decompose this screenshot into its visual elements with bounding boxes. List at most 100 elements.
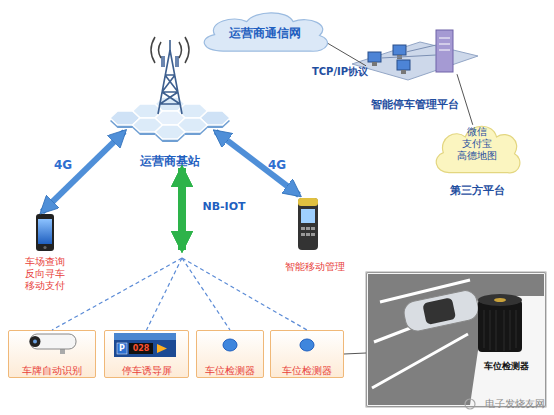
detector-dot	[300, 339, 314, 351]
handheld-icon	[311, 233, 315, 236]
watermark-logo	[465, 399, 475, 409]
nb-iot-link	[52, 168, 182, 330]
function-list: 车场查询 反向寻车 移动支付	[22, 256, 68, 292]
camera-icon	[33, 340, 37, 344]
inset-photo	[484, 310, 516, 351]
edge-label: 4G	[262, 158, 292, 172]
hex-tiles	[155, 125, 185, 139]
inset-photo	[478, 300, 522, 352]
camera-icon	[60, 347, 65, 354]
link-line	[457, 74, 473, 125]
nb-iot-arrow	[178, 168, 186, 250]
third-party-cloud: 微信 支付宝 高德地图第三方平台	[430, 118, 525, 203]
handheld-icon	[298, 198, 318, 206]
guide-screen-icon	[129, 343, 153, 354]
phone-icon	[36, 214, 54, 251]
detector-dot	[223, 339, 237, 351]
phone-icon	[36, 214, 54, 251]
platform-illustration	[401, 70, 406, 74]
service-list: 微信 支付宝 高德地图	[453, 126, 501, 162]
callout-line	[344, 353, 366, 354]
device-box: 车位检测器	[270, 330, 344, 378]
watermark-logo	[465, 399, 475, 409]
4g-arrow-path	[216, 132, 299, 195]
cloud-label: 运营商通信网	[195, 26, 335, 40]
handheld-icon	[298, 198, 318, 250]
connector-line	[457, 74, 473, 125]
platform-illustration	[439, 50, 450, 51]
guide-screen-icon	[157, 344, 167, 353]
inset-photo-box: 车位检测器	[366, 272, 546, 407]
guide-screen-icon	[114, 333, 176, 357]
handheld-icon	[301, 209, 315, 223]
4g-arrow	[216, 132, 299, 195]
device-label: 车牌自动识别	[9, 365, 95, 377]
phone-node: 车场查询 反向寻车 移动支付	[15, 212, 75, 296]
camera-icon	[30, 334, 76, 349]
4g-arrow	[42, 132, 124, 212]
phone-icon	[43, 246, 46, 249]
guide-screen-icon	[114, 333, 176, 340]
platform-illustration	[352, 30, 478, 80]
handheld-icon	[311, 227, 315, 230]
inset-photo	[422, 297, 456, 325]
platform-illustration	[397, 60, 410, 70]
camera-icon	[30, 334, 77, 354]
handheld-node: 智能移动管理	[275, 195, 355, 275]
dashed-link	[147, 258, 183, 330]
platform-illustration	[439, 44, 450, 45]
detector-dot	[300, 339, 314, 351]
platform-illustration	[352, 42, 478, 80]
device-label: 智能移动管理	[275, 261, 355, 273]
platform-illustration	[372, 62, 377, 66]
network-cloud: 运营商通信网	[195, 6, 335, 58]
nb-iot-arrow	[178, 168, 186, 250]
tower	[169, 40, 171, 50]
platform-label: 智能停车管理平台	[345, 98, 485, 111]
platform-illustration	[393, 45, 406, 55]
inset-photo	[402, 288, 481, 333]
protocol-line	[328, 43, 366, 65]
handheld-icon	[306, 233, 310, 236]
nb-iot-arrow	[178, 168, 186, 250]
guide-screen-icon	[117, 343, 127, 354]
dashed-link	[182, 258, 230, 330]
dashed-link	[182, 258, 307, 330]
tower	[175, 56, 179, 67]
handheld-icon	[298, 198, 318, 250]
connector-line	[328, 43, 366, 65]
cloud-outline	[436, 126, 520, 173]
platform-node: 智能停车管理平台	[345, 28, 485, 112]
tower	[151, 37, 189, 63]
inset-photo	[366, 272, 546, 407]
inset-photo	[368, 274, 544, 405]
device-box: 车牌自动识别	[8, 330, 96, 378]
device-box: 停车诱导屏	[104, 330, 189, 378]
edge-label: 4G	[48, 158, 78, 172]
tower	[161, 56, 165, 67]
inset-photo	[366, 272, 546, 407]
nb-iot-link	[182, 168, 307, 330]
inset-photo	[494, 298, 506, 302]
platform-illustration	[368, 52, 381, 62]
device-label: 停车诱导屏	[105, 365, 188, 377]
edge-label: NB-IOT	[196, 200, 252, 213]
tower	[158, 50, 182, 114]
device-label: 车位检测器	[197, 365, 263, 377]
connector-line	[344, 353, 366, 354]
device-label: 车位检测器	[271, 365, 343, 377]
dashed-link	[52, 258, 182, 330]
platform-illustration	[439, 38, 450, 39]
base-station: 运营商基站	[110, 38, 230, 168]
platform-illustration	[436, 30, 453, 72]
nb-iot-link	[182, 168, 230, 330]
inset-photo	[402, 288, 481, 333]
device-box: 车位检测器	[196, 330, 264, 378]
detector-dot	[223, 339, 237, 351]
station-label: 运营商基站	[110, 154, 230, 168]
guide-screen-icon	[114, 333, 176, 357]
inset-photo	[478, 294, 522, 306]
phone-icon	[38, 219, 52, 244]
handheld-icon	[301, 233, 305, 236]
